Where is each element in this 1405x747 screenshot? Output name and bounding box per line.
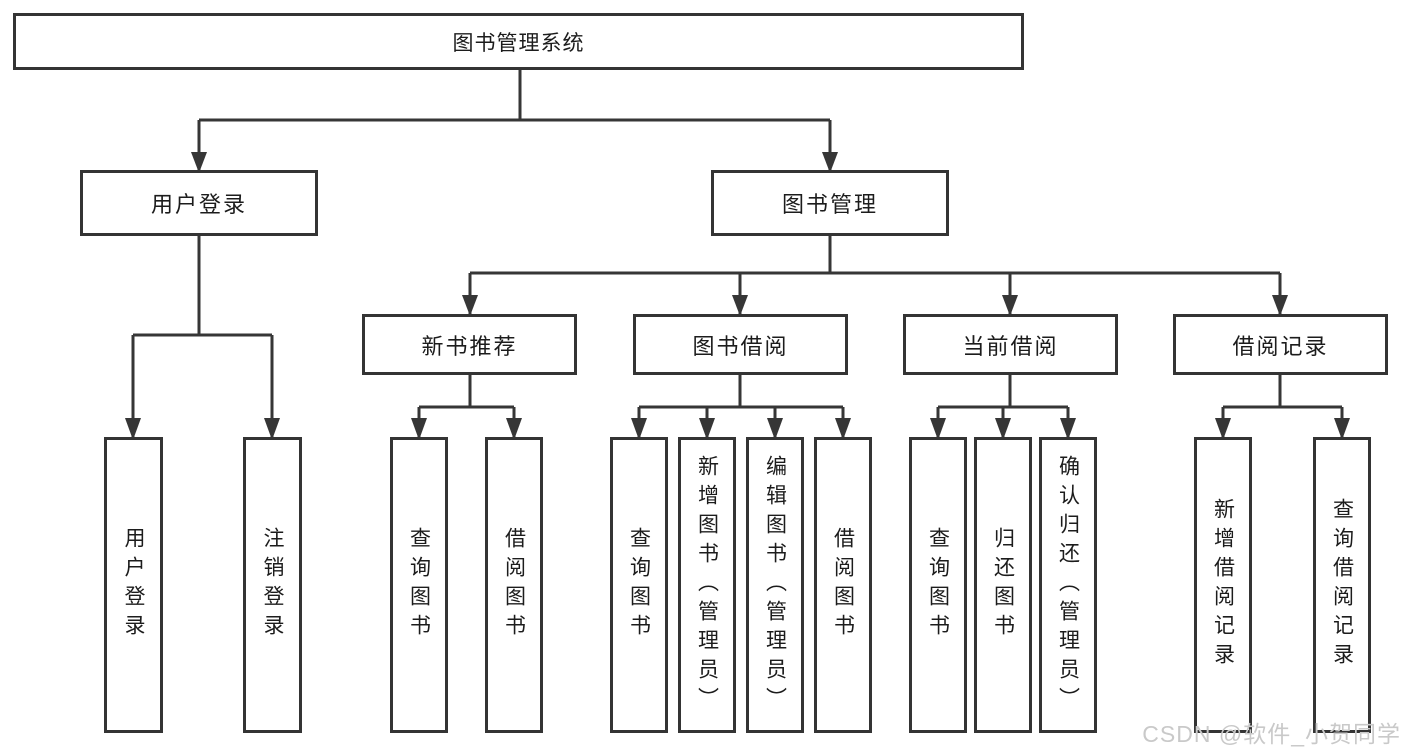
node-book-management: 图书管理 (711, 170, 949, 236)
node-new-book-recommendation-label: 新书推荐 (421, 333, 518, 359)
leaf-query-books-current: 查询图书 (909, 437, 967, 733)
leaf-borrow-books-recommend-label: 借阅图书 (502, 527, 526, 643)
leaf-add-books-admin: 新增图书（管理员） (678, 437, 736, 733)
leaf-add-borrow-record: 新增借阅记录 (1194, 437, 1252, 733)
leaf-add-books-admin-label: 新增图书（管理员） (695, 454, 719, 716)
leaf-confirm-return-admin-label: 确认归还（管理员） (1056, 454, 1080, 716)
leaf-confirm-return-admin: 确认归还（管理员） (1039, 437, 1097, 733)
node-new-book-recommendation: 新书推荐 (362, 314, 577, 375)
node-book-borrowing: 图书借阅 (633, 314, 848, 375)
csdn-watermark: CSDN @软件_小贺同学 (1142, 721, 1401, 747)
leaf-edit-books-admin: 编辑图书（管理员） (746, 437, 804, 733)
leaf-borrow-books-label: 借阅图书 (831, 527, 855, 643)
tree-edges (131, 69, 1344, 438)
leaf-user-login-label: 用户登录 (122, 527, 145, 643)
leaf-query-books-current-label: 查询图书 (926, 527, 950, 643)
leaf-logout: 注销登录 (243, 437, 302, 733)
node-root-system: 图书管理系统 (13, 13, 1024, 70)
node-book-management-label: 图书管理 (781, 192, 878, 217)
leaf-borrow-books-recommend: 借阅图书 (485, 437, 543, 733)
node-borrowing-records: 借阅记录 (1173, 314, 1388, 375)
leaf-query-borrow-record: 查询借阅记录 (1313, 437, 1371, 733)
leaf-edit-books-admin-label: 编辑图书（管理员） (763, 454, 787, 716)
leaf-query-books-borrowing-label: 查询图书 (627, 527, 651, 643)
node-current-borrowing-label: 当前借阅 (962, 333, 1059, 359)
leaf-return-books: 归还图书 (974, 437, 1032, 733)
leaf-add-borrow-record-label: 新增借阅记录 (1211, 498, 1235, 672)
leaf-return-books-label: 归还图书 (991, 527, 1015, 643)
node-root-label: 图书管理系统 (452, 31, 585, 55)
leaf-borrow-books: 借阅图书 (814, 437, 872, 733)
leaf-query-books-recommend: 查询图书 (390, 437, 448, 733)
arrowhead-icons (125, 152, 1350, 440)
leaf-user-login: 用户登录 (104, 437, 163, 733)
node-book-borrowing-label: 图书借阅 (692, 333, 789, 359)
node-borrowing-records-label: 借阅记录 (1232, 333, 1329, 359)
leaf-query-books-recommend-label: 查询图书 (407, 527, 431, 643)
node-user-login: 用户登录 (80, 170, 318, 236)
leaf-logout-label: 注销登录 (261, 527, 284, 643)
node-current-borrowing: 当前借阅 (903, 314, 1118, 375)
node-user-login-label: 用户登录 (150, 192, 247, 217)
leaf-query-books-borrowing: 查询图书 (610, 437, 668, 733)
leaf-query-borrow-record-label: 查询借阅记录 (1330, 498, 1354, 672)
